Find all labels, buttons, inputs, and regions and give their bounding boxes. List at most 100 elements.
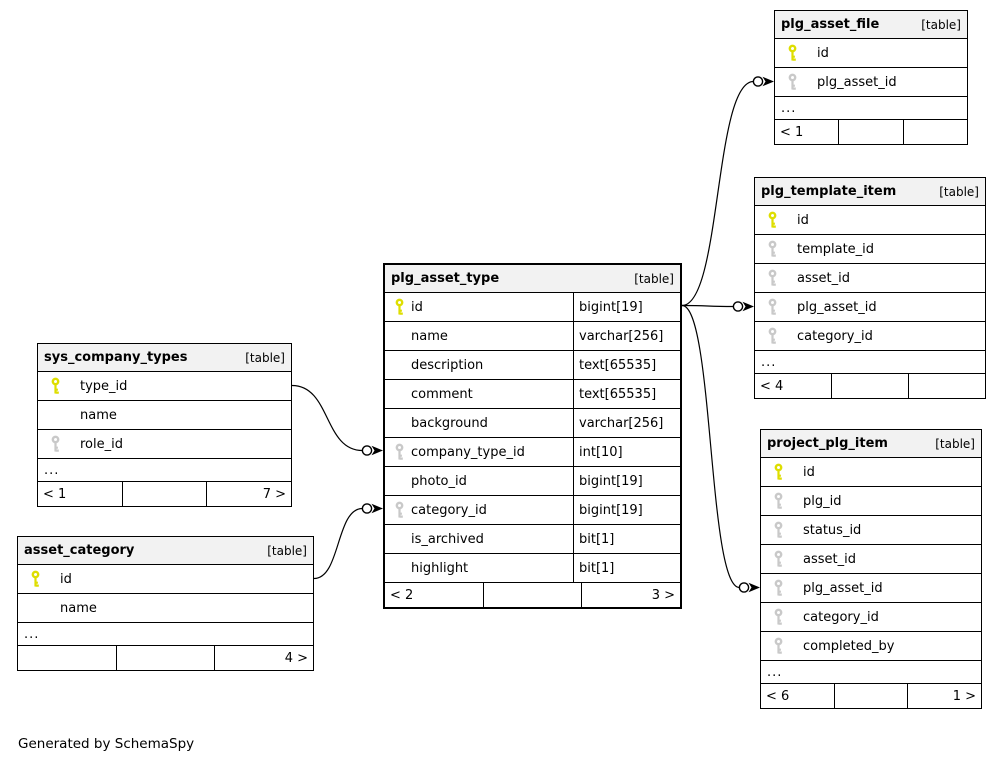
column-row-role_id: role_id bbox=[38, 430, 291, 459]
column-row-id: id bbox=[755, 206, 985, 235]
column-row-plg_asset_id: plg_asset_id bbox=[755, 293, 985, 322]
more-columns-ellipsis: ... bbox=[38, 459, 291, 482]
primary-key-icon bbox=[773, 463, 784, 481]
column-name: is_archived bbox=[411, 531, 484, 547]
footer-spacer bbox=[835, 684, 909, 708]
column-row-category_id: category_id bbox=[761, 603, 981, 632]
column-name: type_id bbox=[80, 378, 128, 394]
column-row-comment: comment text[65535] bbox=[385, 380, 680, 409]
column-name: category_id bbox=[411, 502, 487, 518]
column-name: template_id bbox=[797, 241, 875, 257]
column-name: name bbox=[60, 600, 97, 616]
column-row-completed_by: completed_by bbox=[761, 632, 981, 661]
foreign-key-icon bbox=[773, 579, 784, 597]
table-footer: < 4 bbox=[755, 374, 985, 398]
column-name: id bbox=[60, 571, 72, 587]
column-name: category_id bbox=[803, 609, 879, 625]
foreign-key-icon bbox=[767, 269, 778, 287]
column-type: bigint[19] bbox=[573, 467, 680, 495]
parents-indicator: < 4 bbox=[755, 374, 832, 398]
relation-arrowhead bbox=[742, 301, 754, 312]
column-type: text[65535] bbox=[573, 380, 680, 408]
column-row-plg_asset_id: plg_asset_id bbox=[775, 68, 967, 97]
table-header: asset_category[table] bbox=[18, 537, 313, 565]
table-tag: [table] bbox=[935, 436, 975, 451]
footer-spacer bbox=[839, 120, 904, 144]
foreign-key-icon bbox=[773, 492, 784, 510]
foreign-key-icon bbox=[773, 608, 784, 626]
column-row-template_id: template_id bbox=[755, 235, 985, 264]
children-indicator: 7 > bbox=[262, 486, 287, 502]
column-name: name bbox=[80, 407, 117, 423]
table-header: plg_asset_type[table] bbox=[385, 265, 680, 293]
table-footer: < 1 7 > bbox=[38, 482, 291, 506]
relation-line-asset_category-plg_asset_type bbox=[313, 507, 363, 580]
primary-key-icon bbox=[787, 44, 798, 62]
primary-key-icon bbox=[50, 377, 61, 395]
column-name: plg_asset_id bbox=[817, 74, 897, 90]
more-columns-ellipsis: ... bbox=[755, 351, 985, 374]
table-name: sys_company_types bbox=[44, 350, 188, 365]
primary-key-icon bbox=[394, 298, 405, 316]
children-indicator: 4 > bbox=[284, 650, 309, 666]
column-row-plg_asset_id: plg_asset_id bbox=[761, 574, 981, 603]
column-name: role_id bbox=[80, 436, 123, 452]
table-name: plg_asset_file bbox=[781, 17, 880, 32]
parents-indicator bbox=[18, 646, 117, 670]
relation-circle bbox=[738, 582, 750, 593]
column-row-id: id bbox=[775, 39, 967, 68]
column-row-category_id: category_id bbox=[755, 322, 985, 351]
relation-circle bbox=[732, 301, 744, 312]
table-tag: [table] bbox=[939, 184, 979, 199]
column-name: comment bbox=[411, 386, 473, 402]
column-name: id bbox=[817, 45, 829, 61]
foreign-key-icon bbox=[50, 435, 61, 453]
column-row-name: name bbox=[38, 401, 291, 430]
relation-line-plg_asset_type-project_plg_item bbox=[681, 304, 740, 589]
parents-indicator: < 1 bbox=[38, 482, 123, 506]
relation-arrowhead bbox=[371, 445, 383, 456]
primary-key-icon bbox=[30, 570, 41, 588]
table-footer: < 1 bbox=[775, 120, 967, 144]
column-row-id: id bbox=[761, 458, 981, 487]
foreign-key-icon bbox=[773, 550, 784, 568]
foreign-key-icon bbox=[773, 521, 784, 539]
parents-indicator: < 1 bbox=[775, 120, 840, 144]
column-name: id bbox=[803, 464, 815, 480]
more-columns-ellipsis: ... bbox=[761, 661, 981, 684]
foreign-key-icon bbox=[767, 298, 778, 316]
foreign-key-icon bbox=[767, 240, 778, 258]
foreign-key-icon bbox=[773, 637, 784, 655]
relation-line-plg_asset_type-plg_template_item bbox=[681, 304, 734, 308]
parents-indicator: < 2 bbox=[385, 583, 484, 607]
table-asset_category[interactable]: asset_category[table]id name... 4 > bbox=[17, 536, 314, 671]
footer-spacer bbox=[123, 482, 208, 506]
more-columns-ellipsis: ... bbox=[18, 623, 313, 646]
table-tag: [table] bbox=[245, 350, 285, 365]
footer-spacer bbox=[484, 583, 583, 607]
table-name: project_plg_item bbox=[767, 436, 888, 451]
table-footer: 4 > bbox=[18, 646, 313, 670]
column-type: text[65535] bbox=[573, 351, 680, 379]
foreign-key-icon bbox=[394, 501, 405, 519]
relation-circle bbox=[361, 445, 373, 456]
relation-arrowhead bbox=[762, 76, 774, 87]
relation-line-plg_asset_type-plg_asset_file bbox=[681, 80, 754, 307]
column-name: asset_id bbox=[803, 551, 856, 567]
column-row-asset_id: asset_id bbox=[761, 545, 981, 574]
column-row-id: id bbox=[18, 565, 313, 594]
table-header: sys_company_types [table] bbox=[38, 344, 291, 372]
table-tag: [table] bbox=[921, 17, 961, 32]
